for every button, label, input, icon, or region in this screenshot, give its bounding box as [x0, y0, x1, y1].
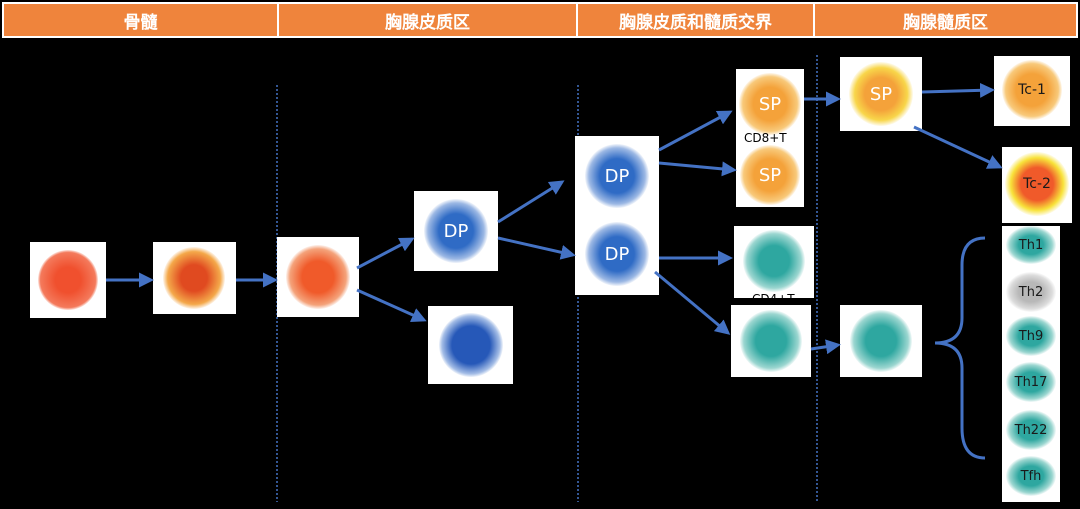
- tc1-label: Tc-1: [1018, 82, 1046, 98]
- progenitor-cell: [163, 247, 225, 309]
- cd8-caption: CD8+T: [744, 131, 787, 145]
- arrow-dp2-to-sp-a: [658, 110, 733, 152]
- tc1-card: Tc-1: [994, 56, 1070, 126]
- sp-medulla-cell: SP: [849, 62, 913, 126]
- dp-cell-2: DP: [585, 144, 649, 208]
- stem-cell-card: [30, 242, 106, 318]
- arrow-dn-to-dp: [356, 237, 415, 270]
- sp-orange-cell-b: SP: [740, 145, 800, 205]
- dp-label-2: DP: [604, 165, 630, 187]
- th1-label: Th1: [1018, 237, 1044, 253]
- th22-cell: Th22: [1006, 410, 1056, 450]
- dp-label-3: DP: [604, 243, 630, 265]
- teal-medulla-card: [840, 305, 922, 377]
- cd4-teal-card: [734, 226, 814, 298]
- th17-label: Th17: [1014, 374, 1048, 390]
- region-bone-marrow: 骨髓: [4, 4, 277, 36]
- arrow-dp2-to-sp-b: [658, 161, 737, 177]
- th-subsets-card: Th1 Th2 Th9 Th17 Th22 Tfh: [1002, 226, 1060, 502]
- sp-orange-card-b: SP: [736, 145, 804, 207]
- arrow-dp1-to-dp2: [497, 180, 565, 224]
- arrow-sp-to-tc1: [921, 82, 995, 98]
- teal-cell-card-2: [731, 305, 811, 377]
- dp-cell-card-1: DP: [414, 191, 498, 271]
- region-cortico-medullary-junction: 胸腺皮质和髓质交界: [578, 4, 813, 36]
- arrow-dn-to-lower: [356, 288, 427, 322]
- th22-label: Th22: [1014, 422, 1048, 438]
- tfh-cell: Tfh: [1006, 456, 1056, 496]
- region-header: 骨髓 胸腺皮质区 胸腺皮质和髓质交界 胸腺髓质区: [2, 2, 1078, 38]
- tfh-label: Tfh: [1020, 468, 1042, 484]
- lower-blue-cell: [439, 313, 503, 377]
- tc2-card: Tc-2: [1002, 147, 1072, 223]
- th9-label: Th9: [1018, 328, 1044, 344]
- arrow-dp1-to-dp3: [497, 236, 576, 260]
- dp-label-1: DP: [443, 220, 469, 242]
- stem-cell: [38, 250, 98, 310]
- dp-cell-3: DP: [585, 222, 649, 286]
- th17-cell: Th17: [1006, 362, 1056, 402]
- sp-label-c: SP: [869, 83, 893, 105]
- dn-thymocyte-card: [277, 237, 359, 317]
- cd4-caption: CD4+T: [752, 292, 795, 306]
- arrow-teal-to-medulla: [810, 339, 841, 355]
- arrow-dp3-to-teal: [654, 270, 731, 335]
- sp-cd8-cell: SP: [739, 73, 801, 135]
- arrow-sp-to-tc2: [913, 125, 1003, 169]
- dn-thymocyte-cell: [286, 245, 350, 309]
- dp-cell-1: DP: [424, 199, 488, 263]
- sp-cd8-card: SP: [736, 69, 804, 145]
- teal-cell-2: [740, 310, 802, 372]
- sp-label-a: SP: [758, 93, 782, 115]
- region-thymic-medulla: 胸腺髓质区: [815, 4, 1076, 36]
- th1-cell: Th1: [1006, 226, 1056, 264]
- tc2-label: Tc-2: [1023, 176, 1051, 192]
- th9-cell: Th9: [1006, 316, 1056, 356]
- th-subsets-brace: [934, 236, 986, 460]
- dp-cell-card-2-3: DP DP: [575, 136, 659, 295]
- tc1-cell: Tc-1: [1002, 60, 1062, 120]
- th2-label: Th2: [1018, 284, 1044, 300]
- tc2-cell: Tc-2: [1005, 152, 1069, 216]
- lower-blue-cell-card: [428, 306, 513, 384]
- region-thymic-cortex: 胸腺皮质区: [279, 4, 576, 36]
- th2-cell: Th2: [1006, 272, 1056, 312]
- sp-label-b: SP: [758, 164, 782, 186]
- teal-medulla-cell: [850, 310, 912, 372]
- cd4-teal-cell: [743, 230, 805, 292]
- sp-medulla-card: SP: [840, 57, 922, 131]
- progenitor-cell-card: [153, 242, 236, 314]
